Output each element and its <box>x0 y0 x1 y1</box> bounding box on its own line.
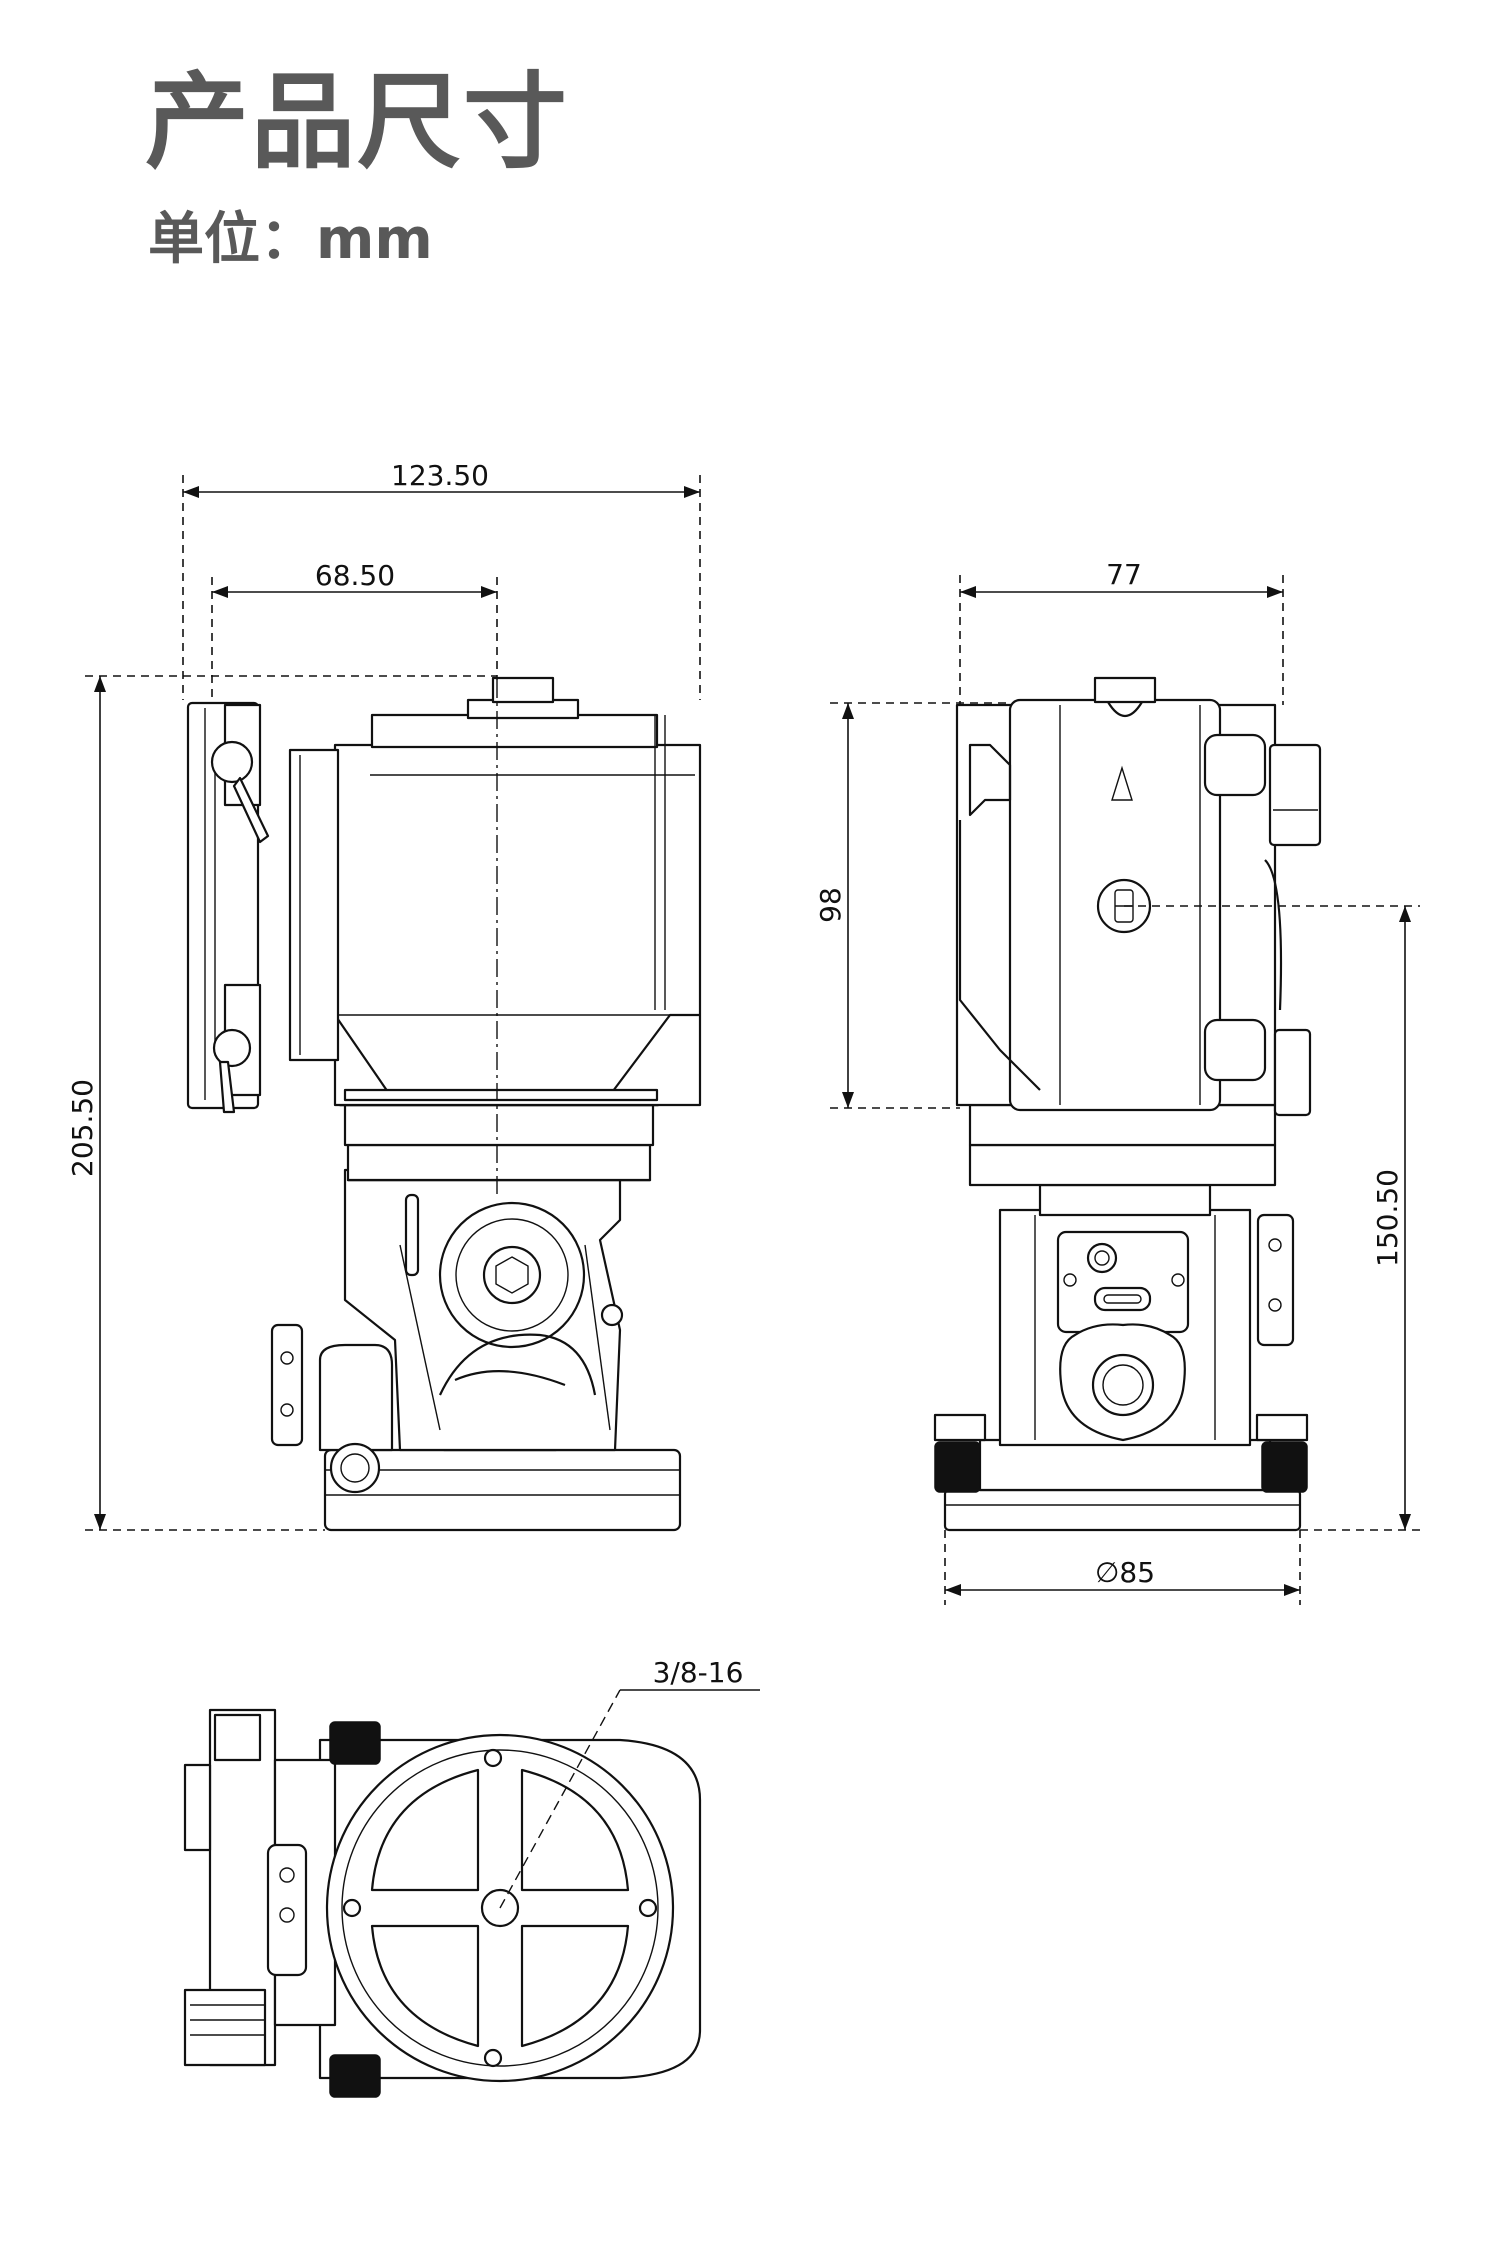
front-view <box>186 676 702 1532</box>
dim-center-height: 150.50 <box>1371 1169 1404 1267</box>
dim-clamp-height: 98 <box>814 887 847 923</box>
dim-offset-width: 68.50 <box>315 559 395 592</box>
dim-thread: 3/8-16 <box>653 1656 744 1689</box>
dim-overall-height: 205.50 <box>66 1079 99 1177</box>
dim-base-diameter: ∅85 <box>1095 1556 1155 1589</box>
side-view <box>933 676 1322 1532</box>
unit-label: 单位：mm <box>148 207 433 272</box>
page-title: 产品尺寸 <box>145 61 570 183</box>
bottom-view <box>183 1689 760 2098</box>
dim-side-width: 77 <box>1106 558 1142 591</box>
dimension-lines <box>85 475 1420 1605</box>
dim-overall-width: 123.50 <box>391 459 489 492</box>
